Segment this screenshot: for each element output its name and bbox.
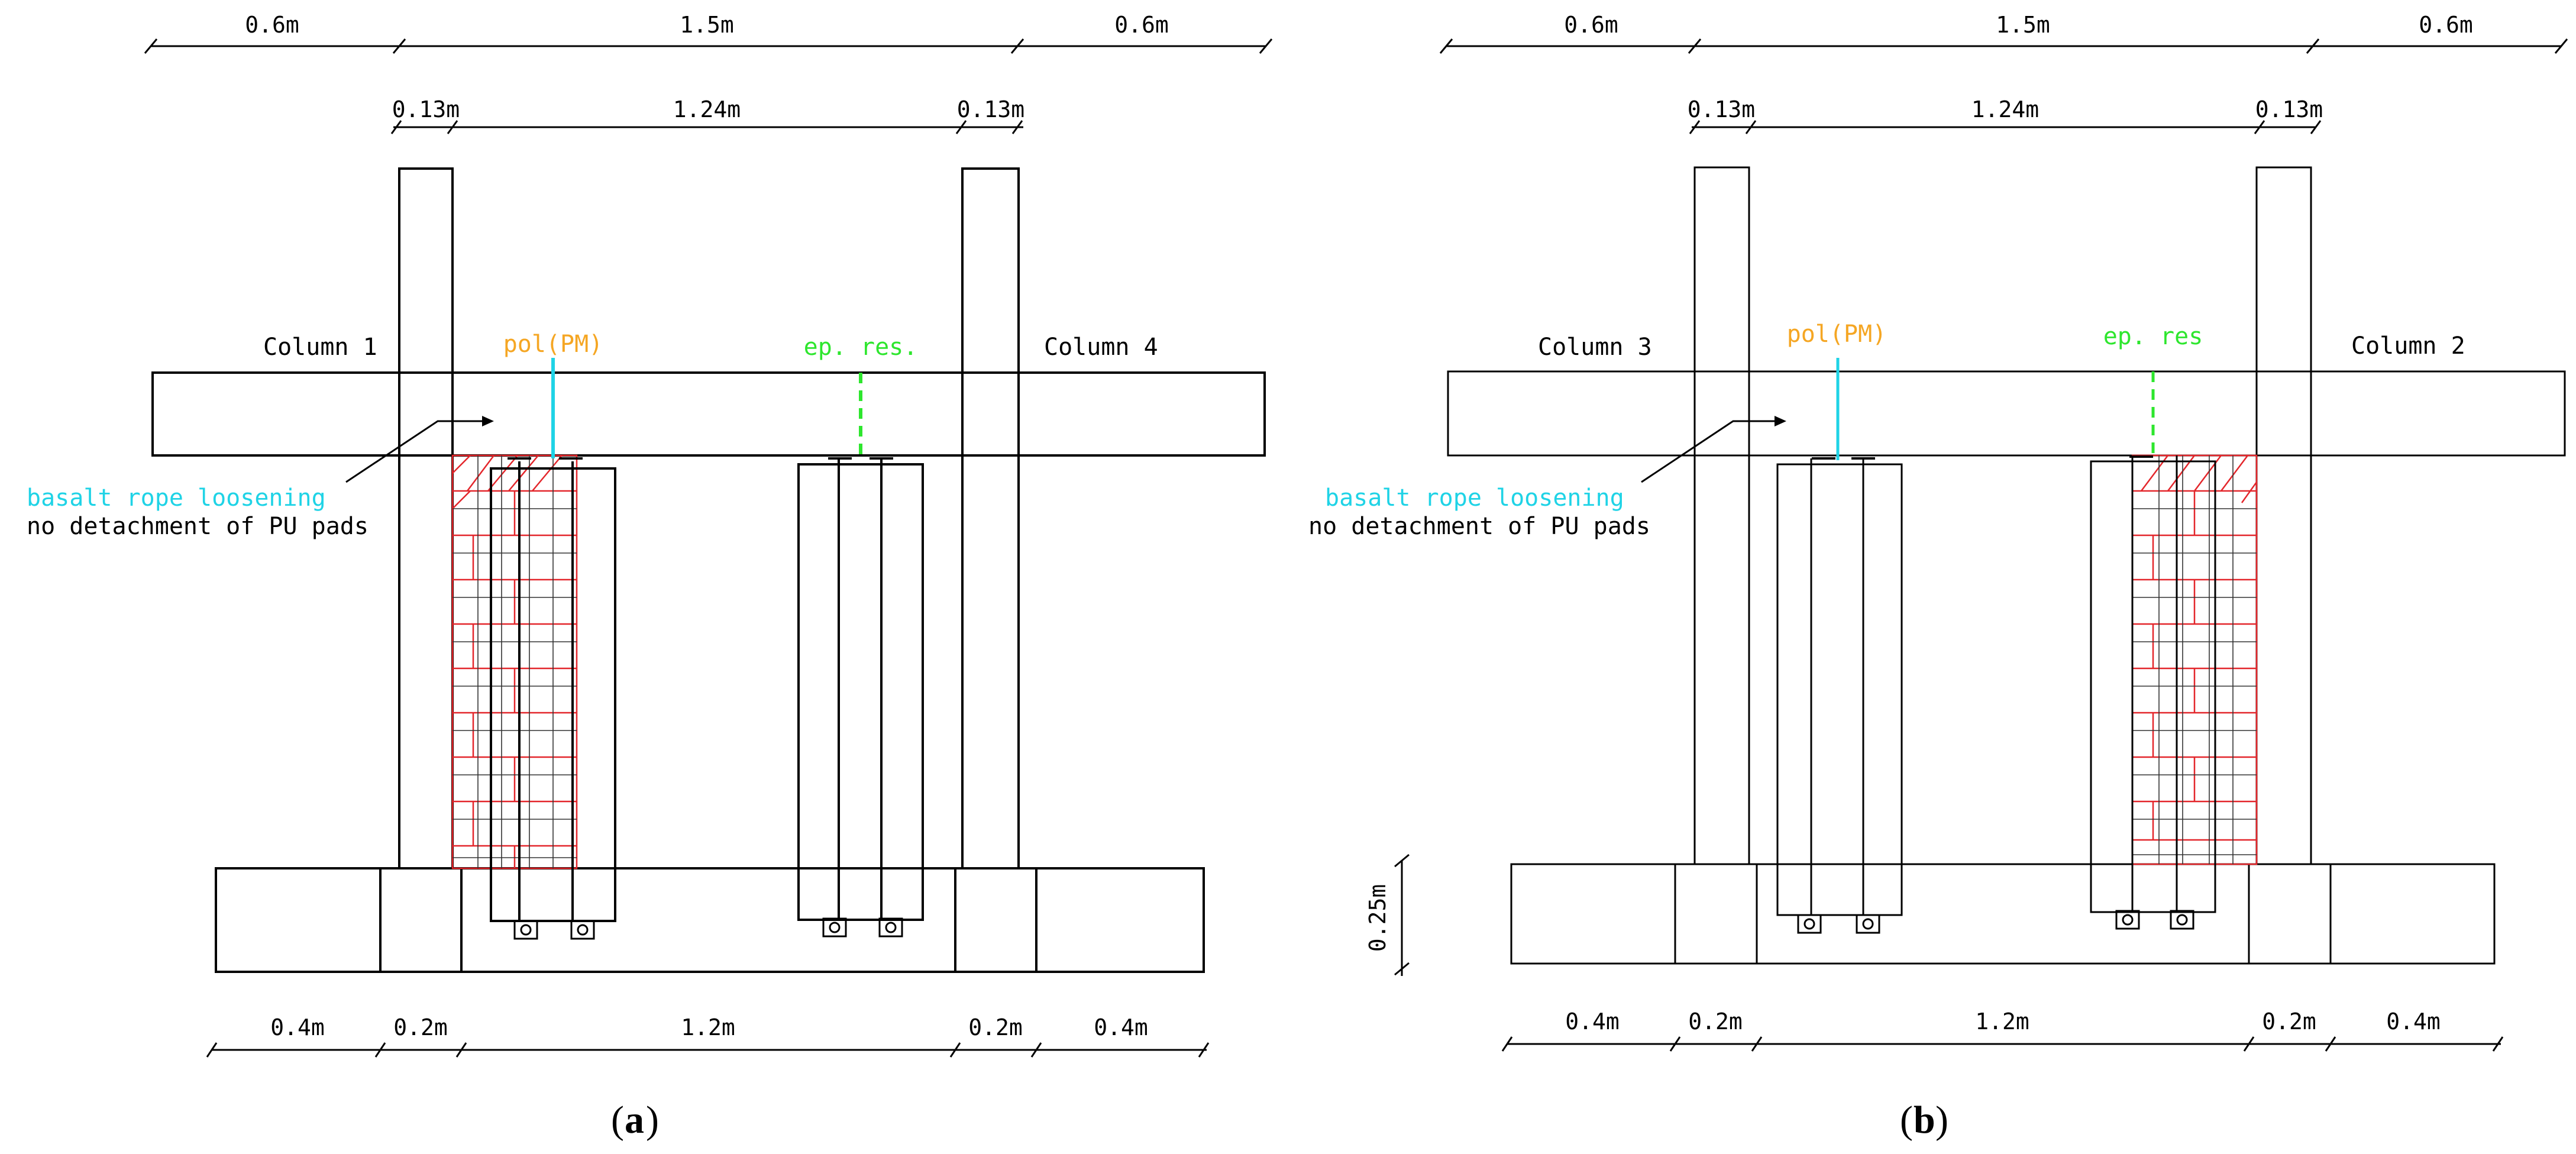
svg-text:a: a bbox=[625, 1098, 644, 1142]
column-left-post bbox=[398, 167, 454, 869]
specimen-ep bbox=[797, 457, 924, 938]
damage-hatch bbox=[451, 454, 578, 869]
bottom-dim-4: 0.2m bbox=[2262, 1008, 2316, 1035]
foundation bbox=[215, 867, 1205, 973]
sub-dimension-line: 0.13m 1.24m 0.13m bbox=[390, 96, 1024, 134]
top-dim-1: 0.6m bbox=[245, 12, 299, 38]
sub-dim-1: 0.13m bbox=[392, 96, 460, 122]
top-dim-1: 0.6m bbox=[1564, 12, 1618, 38]
column-right-post bbox=[961, 167, 1020, 869]
column-label-left: Column 1 bbox=[263, 334, 377, 361]
bottom-dimension-line: 0.4m 0.2m 1.2m 0.2m 0.4m bbox=[206, 1014, 1210, 1058]
bottom-dim-2: 0.2m bbox=[1688, 1008, 1743, 1035]
sub-dim-1: 0.13m bbox=[1688, 96, 1755, 122]
sub-dim-2: 1.24m bbox=[673, 96, 741, 122]
top-dim-2: 1.5m bbox=[680, 12, 734, 38]
top-dimension-line: 0.6m 1.5m 0.6m bbox=[1439, 12, 2568, 54]
sub-dim-2: 1.24m bbox=[1971, 96, 2039, 122]
note-blue: basalt rope loosening bbox=[27, 484, 326, 512]
bottom-dim-3: 1.2m bbox=[681, 1014, 735, 1040]
specimen-pol bbox=[490, 457, 616, 940]
panel-b: 0.6m 1.5m 0.6m 0.13m 1.24m 0.13m bbox=[1308, 12, 2568, 1142]
svg-text:): ) bbox=[646, 1098, 659, 1142]
damage-hatch bbox=[2131, 454, 2258, 865]
beam bbox=[1447, 370, 2566, 457]
note-black: no detachment of PU pads bbox=[27, 513, 369, 540]
bottom-dim-2: 0.2m bbox=[393, 1014, 448, 1040]
bottom-dim-1: 0.4m bbox=[270, 1014, 325, 1040]
note-arrow-icon bbox=[482, 416, 494, 426]
sub-dim-3: 0.13m bbox=[2255, 96, 2323, 122]
note-arrow-icon bbox=[1775, 416, 1786, 426]
bottom-dimension-line: 0.4m 0.2m 1.2m 0.2m 0.4m bbox=[1501, 1008, 2504, 1052]
column-label-right: Column 2 bbox=[2351, 332, 2465, 360]
svg-text:(: ( bbox=[611, 1098, 624, 1142]
foundation bbox=[1510, 863, 2496, 965]
top-dimension-line: 0.6m 1.5m 0.6m bbox=[144, 12, 1273, 54]
caption-b: ( b ) bbox=[1900, 1098, 1948, 1142]
specimen-pol bbox=[1776, 457, 1903, 934]
sub-dim-3: 0.13m bbox=[957, 96, 1024, 122]
bottom-dim-3: 1.2m bbox=[1975, 1008, 2029, 1035]
caption-a: ( a ) bbox=[611, 1098, 659, 1142]
bottom-dim-4: 0.2m bbox=[968, 1014, 1023, 1040]
column-left-post bbox=[1693, 166, 1750, 865]
pol-label: pol(PM) bbox=[1787, 321, 1887, 348]
ep-label: ep. res bbox=[2103, 323, 2203, 350]
column-label-left: Column 3 bbox=[1538, 334, 1652, 361]
note-leader bbox=[345, 420, 491, 483]
pol-label: pol(PM) bbox=[503, 331, 603, 358]
top-dim-3: 0.6m bbox=[1114, 12, 1169, 38]
height-dimension: 0.25m bbox=[1365, 854, 1410, 976]
note-leader bbox=[1641, 420, 1783, 483]
column-right-post bbox=[2255, 166, 2312, 865]
panel-a: 0.6m 1.5m 0.6m 0.13m 1.24m 0.13m bbox=[27, 12, 1273, 1142]
bottom-dim-5: 0.4m bbox=[2386, 1008, 2441, 1035]
svg-text:): ) bbox=[1935, 1098, 1948, 1142]
note-black: no detachment of PU pads bbox=[1308, 513, 1650, 540]
svg-text:b: b bbox=[1914, 1098, 1935, 1142]
top-dim-3: 0.6m bbox=[2419, 12, 2473, 38]
sub-dimension-line: 0.13m 1.24m 0.13m bbox=[1688, 96, 2323, 134]
top-dim-2: 1.5m bbox=[1996, 12, 2050, 38]
specimen-ep bbox=[2090, 455, 2216, 930]
svg-text:(: ( bbox=[1900, 1098, 1913, 1142]
bottom-dim-1: 0.4m bbox=[1565, 1008, 1620, 1035]
note-blue: basalt rope loosening bbox=[1325, 484, 1624, 512]
beam bbox=[151, 371, 1266, 457]
height-dim-label: 0.25m bbox=[1365, 884, 1391, 952]
ep-label: ep. res. bbox=[804, 334, 918, 361]
column-label-right: Column 4 bbox=[1044, 334, 1158, 361]
bottom-dim-5: 0.4m bbox=[1094, 1014, 1148, 1040]
